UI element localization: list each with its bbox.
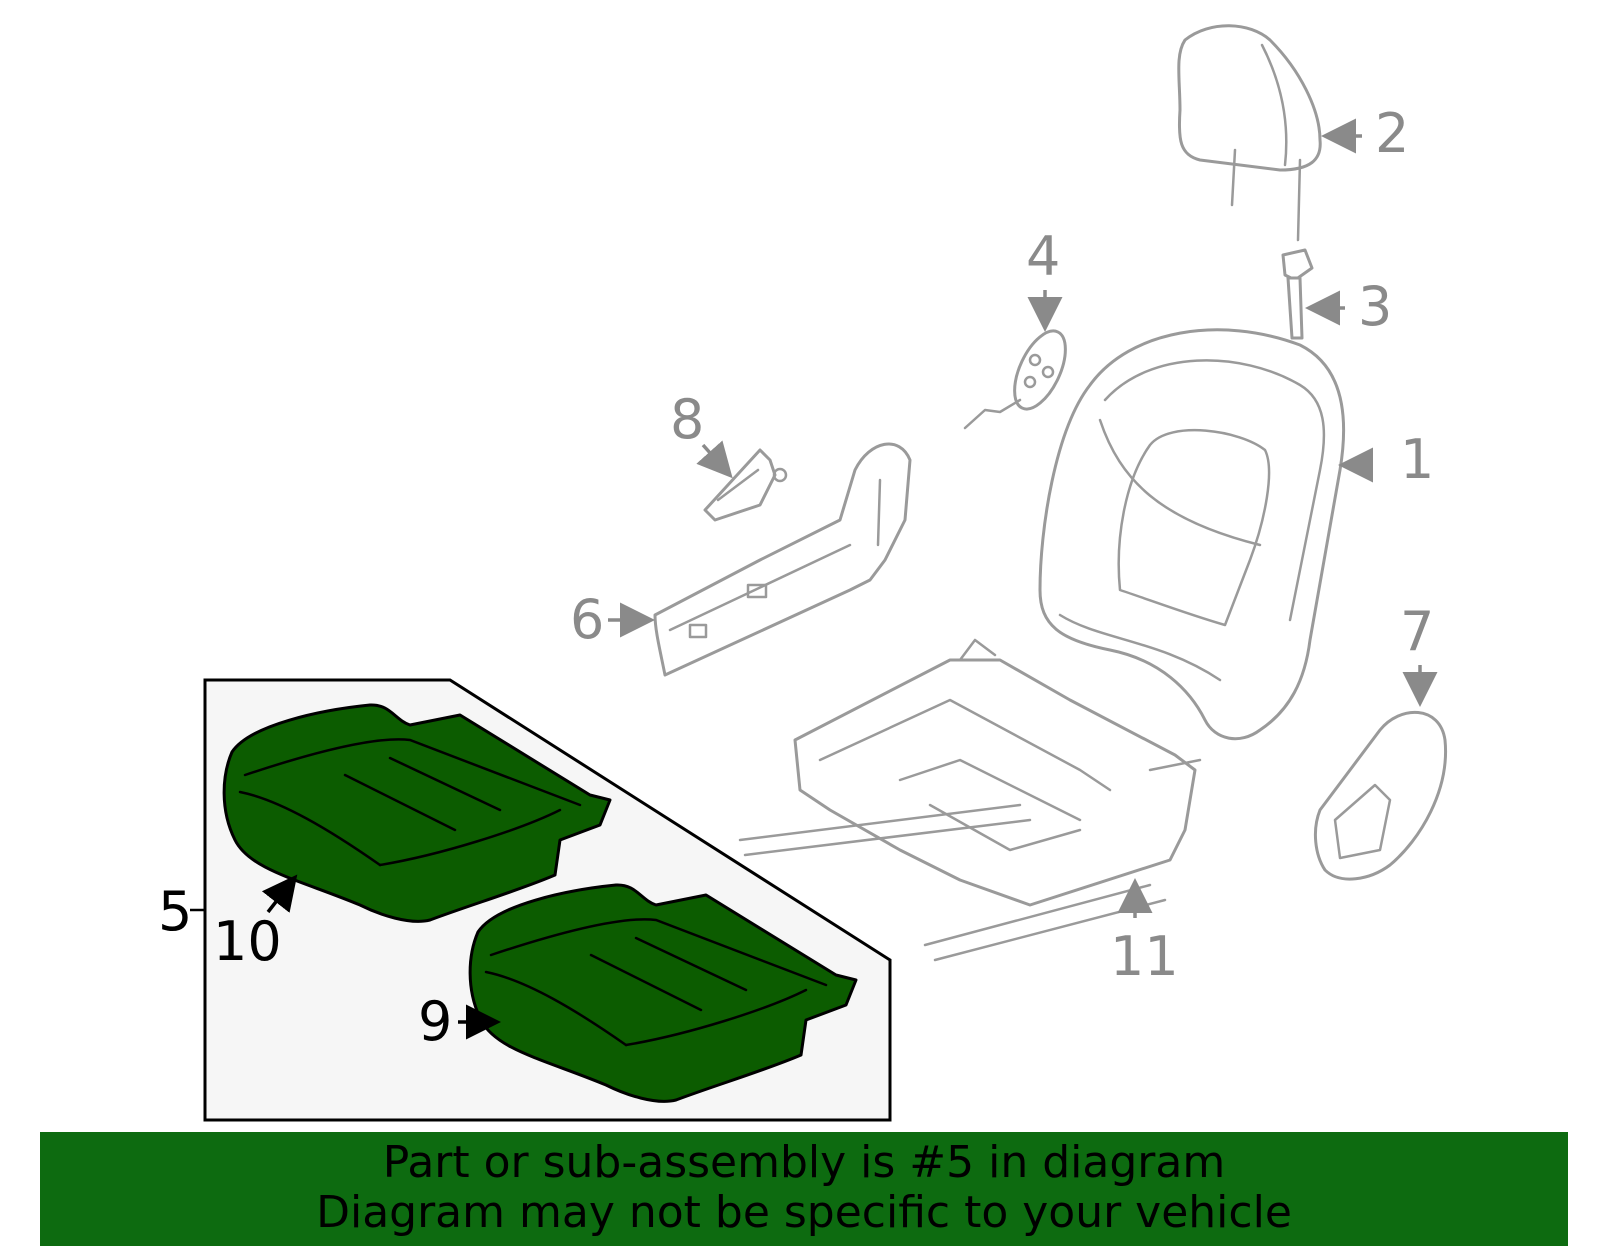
seat-back [1038, 328, 1346, 741]
recliner-lever [703, 448, 788, 522]
callout-4: 4 [1026, 225, 1060, 288]
seat-frame-track [738, 638, 1202, 962]
lumbar-support [963, 329, 1067, 430]
callout-1: 1 [1400, 428, 1434, 491]
callout-2: 2 [1375, 102, 1409, 165]
leader-lines [608, 118, 1438, 918]
leader-10 [261, 874, 298, 914]
leader-lines-black [190, 874, 501, 1040]
side-cover [1314, 710, 1448, 881]
callout-10: 10 [213, 910, 282, 973]
seat-cushion-pad [222, 703, 612, 923]
callout-7: 7 [1400, 600, 1434, 663]
banner-line-disclaimer: Diagram may not be specific to your vehi… [316, 1187, 1292, 1238]
callout-8: 8 [670, 388, 704, 451]
headrest-guide [1281, 248, 1314, 340]
headrest [1177, 24, 1322, 242]
callout-3: 3 [1358, 275, 1392, 338]
callout-6: 6 [570, 588, 604, 651]
info-banner: Part or sub-assembly is #5 in diagram Di… [40, 1132, 1568, 1246]
leader-8 [696, 440, 733, 479]
callout-11: 11 [1110, 925, 1179, 988]
callout-9: 9 [418, 990, 452, 1053]
callout-5: 5 [158, 880, 192, 943]
side-shield [653, 442, 912, 677]
banner-line-part: Part or sub-assembly is #5 in diagram [382, 1137, 1226, 1188]
